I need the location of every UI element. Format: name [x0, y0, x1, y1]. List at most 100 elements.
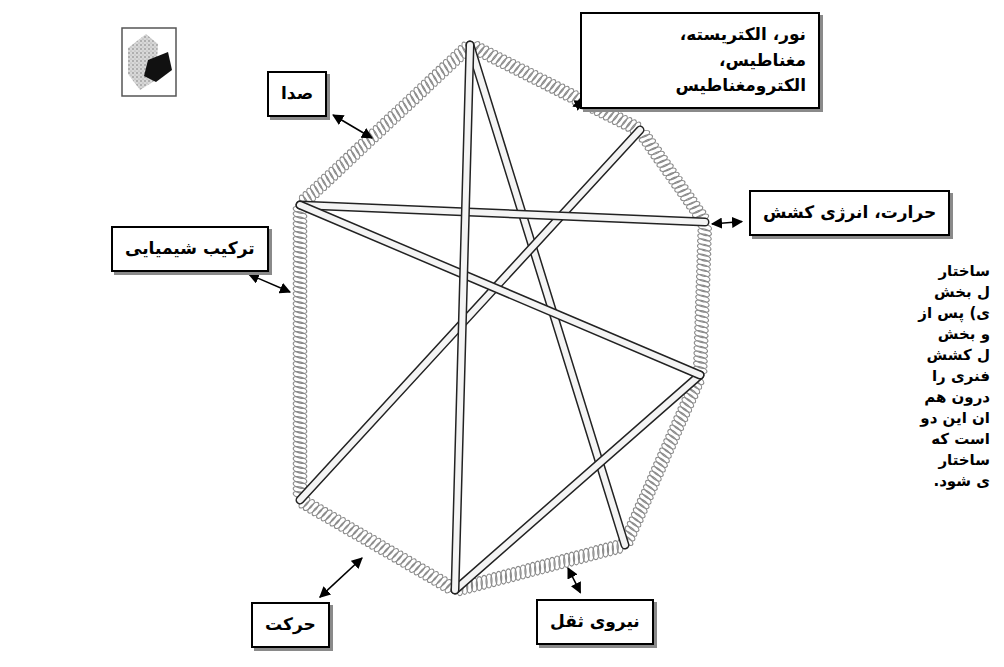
spring-coil	[292, 285, 307, 294]
spring-coil	[292, 305, 307, 314]
spring-coil	[695, 288, 710, 298]
spring-coil	[292, 345, 307, 354]
double-arrow	[333, 115, 372, 138]
paragraph-fragment: ل کشش	[927, 346, 990, 364]
spring-coil	[292, 465, 307, 474]
strut-outline	[300, 205, 705, 222]
spring-coil	[694, 319, 709, 329]
paragraph-fragment: ی شود.	[933, 472, 990, 490]
spring-coil	[694, 334, 709, 344]
paragraph-fragment: ساختار	[938, 451, 990, 469]
spring-coil	[292, 315, 307, 324]
spring-coil	[694, 329, 709, 339]
double-arrow	[712, 222, 742, 225]
double-arrow	[320, 558, 362, 597]
spring-coil	[292, 335, 307, 344]
spring-coil	[694, 314, 709, 324]
strut-body	[455, 375, 700, 590]
spring-coil	[292, 365, 307, 374]
spring-coil	[695, 278, 710, 288]
spring-coil	[292, 350, 307, 359]
spring-coil	[695, 283, 710, 293]
spring-coil	[292, 400, 307, 409]
label-box: حرارت، انرژی کشش	[749, 190, 950, 236]
spring-coil	[292, 440, 307, 449]
spring-coil	[292, 220, 307, 229]
double-arrow	[249, 274, 290, 292]
spring-coil	[695, 294, 710, 304]
strut-outline	[455, 45, 470, 590]
spring-coil	[292, 375, 307, 384]
spring-coil	[697, 227, 712, 237]
spring-coil	[292, 225, 307, 234]
spring-coil	[292, 470, 307, 479]
spring-coil	[292, 240, 307, 249]
spring-coil	[292, 290, 307, 299]
spring-coil	[292, 320, 307, 329]
paragraph-fragment: درون هم	[924, 388, 990, 406]
spring-coil	[696, 258, 711, 268]
label-box: صدا	[267, 71, 327, 117]
spring-coil	[696, 248, 711, 258]
paragraph-fragment: ساختار	[938, 262, 990, 280]
strut-outline	[455, 375, 700, 590]
spring-coil	[292, 445, 307, 454]
spring-coil	[292, 265, 307, 274]
box-text: حرارت، انرژی کشش	[763, 200, 936, 226]
spring-coil	[695, 299, 710, 309]
paragraph-fragment: ی) پس از	[918, 304, 990, 322]
spring-coil	[292, 280, 307, 289]
box-text: صدا	[281, 81, 313, 107]
spring-coil	[292, 455, 307, 464]
paragraph-fragment: فنری را	[932, 367, 990, 385]
spring-coil	[696, 268, 711, 278]
spring-coil	[292, 435, 307, 444]
paragraph-fragment: و بخش	[938, 325, 990, 343]
spring-coil	[292, 380, 307, 389]
spring-coil	[292, 450, 307, 459]
spring-coil	[292, 300, 307, 309]
spring-coil	[292, 275, 307, 284]
spring-coil	[292, 230, 307, 239]
spring-coil	[292, 295, 307, 304]
cube-icon	[122, 28, 176, 96]
spring-coil	[292, 420, 307, 429]
paragraph-fragment: است که	[931, 430, 990, 448]
spring-coil	[292, 245, 307, 254]
spring-coil	[697, 237, 712, 247]
spring-coil	[292, 360, 307, 369]
spring-coil	[693, 355, 708, 365]
spring-coil	[292, 250, 307, 259]
spring-coil	[696, 273, 711, 283]
strut-body	[300, 205, 700, 375]
spring-coil	[696, 263, 711, 273]
label-box: نیروی ثقل	[536, 599, 654, 645]
box-text: حرکت	[265, 612, 316, 638]
spring-coil	[695, 304, 710, 314]
box-text: نور، الکتریسته، مغناطیس، الکترومغناطیس	[594, 22, 806, 99]
spring-coil	[292, 235, 307, 244]
box-text: ترکیب شیمیایی	[125, 236, 255, 262]
spring-coil	[292, 415, 307, 424]
label-box: نور، الکتریسته، مغناطیس، الکترومغناطیس	[580, 12, 820, 109]
spring-coil	[292, 430, 307, 439]
spring-coil	[696, 253, 711, 263]
label-box: ترکیب شیمیایی	[111, 226, 269, 272]
spring-coil	[292, 215, 307, 224]
spring-coil	[292, 405, 307, 414]
spring-coil	[292, 330, 307, 339]
spring-coil	[693, 350, 708, 360]
spring-coil	[292, 255, 307, 264]
spring-coil	[693, 345, 708, 355]
spring-coil	[292, 310, 307, 319]
spring-coil	[292, 385, 307, 394]
label-box: حرکت	[251, 602, 330, 648]
spring-coil	[292, 460, 307, 469]
strut-outline	[300, 205, 700, 375]
spring-coil	[292, 425, 307, 434]
spring-coil	[292, 270, 307, 279]
spring-coil	[292, 390, 307, 399]
strut-body	[300, 205, 705, 222]
